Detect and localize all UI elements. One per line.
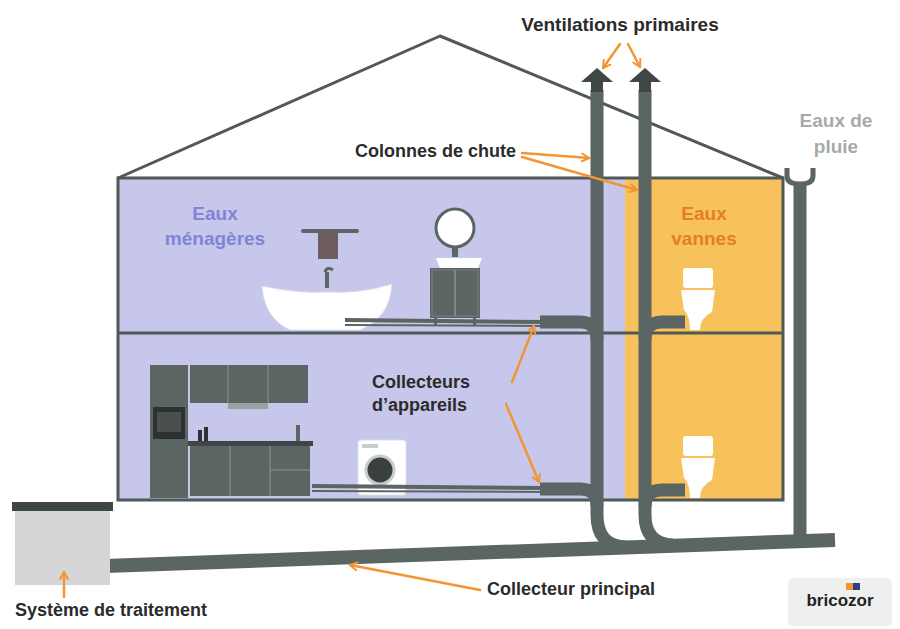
kitchen	[362, 444, 378, 448]
bathroom	[262, 209, 482, 330]
grey-water-zone: Eaux ménagères	[118, 178, 625, 500]
leader-lines	[64, 44, 640, 597]
rain-label: Eaux de pluie	[790, 108, 882, 159]
vent-caps	[581, 68, 661, 92]
vent-label-box: Ventilations primaires	[470, 14, 770, 37]
main-collector-label: Collecteur principal	[487, 579, 747, 601]
bathroom	[430, 268, 480, 318]
pipes	[794, 182, 807, 542]
rain-label-box: Eaux de pluie	[790, 108, 882, 159]
leader-lines	[350, 565, 480, 590]
toilets	[681, 290, 715, 330]
kitchen	[228, 403, 268, 409]
leader-lines	[628, 44, 640, 67]
treatment-system: Système de traitement	[15, 505, 110, 585]
leader-lines	[522, 153, 589, 158]
toilets	[683, 436, 713, 456]
leader-lines	[603, 44, 620, 68]
house	[118, 36, 783, 178]
pipes	[312, 491, 545, 492]
kitchen	[229, 446, 231, 496]
brand-badge	[788, 578, 892, 626]
bathroom	[432, 270, 478, 316]
house	[118, 36, 783, 500]
kitchen	[188, 441, 313, 446]
bathroom	[262, 284, 392, 330]
house	[118, 332, 783, 335]
kitchen	[150, 365, 406, 498]
stack-label: Colonnes de chute	[290, 141, 516, 163]
bathroom	[318, 231, 338, 259]
kitchen	[190, 365, 308, 403]
kitchen	[366, 456, 394, 484]
vent-label: Ventilations primaires	[470, 14, 770, 37]
pipes	[105, 90, 835, 566]
pipes	[540, 489, 597, 506]
leader-lines	[506, 404, 539, 482]
treatment-tank	[12, 502, 113, 585]
pipes	[597, 90, 626, 547]
kitchen	[270, 469, 310, 471]
kitchen	[157, 412, 181, 432]
zone-title: Eaux ménagères	[150, 202, 280, 251]
kitchen	[204, 427, 208, 441]
toilets	[681, 458, 715, 498]
vent-caps	[639, 82, 651, 92]
vent-caps	[629, 68, 661, 82]
treatment-tank	[15, 508, 110, 585]
bathroom	[436, 209, 474, 247]
pipes	[540, 322, 597, 340]
pipes	[645, 90, 673, 545]
bathroom	[452, 247, 458, 257]
brand-badge	[853, 583, 860, 590]
vent-caps	[581, 68, 613, 82]
zone-title: Eaux vannes	[647, 202, 761, 251]
leader-lines	[512, 326, 534, 382]
kitchen	[198, 430, 202, 441]
black-water-zone: Eaux vannes	[625, 178, 783, 500]
zone-title: Système de traitement	[15, 599, 110, 622]
bathroom	[436, 258, 482, 268]
vent-caps	[591, 82, 603, 92]
treatment-tank	[12, 502, 113, 511]
collector-label-box: Collecteurs d’appareils	[372, 371, 504, 418]
kitchen	[190, 446, 310, 496]
brand-badge	[846, 583, 853, 590]
house	[118, 178, 783, 500]
bathroom	[325, 272, 329, 288]
collector-label: Collecteurs d’appareils	[372, 371, 504, 418]
toilets	[683, 268, 713, 288]
toilets	[681, 268, 715, 498]
kitchen	[227, 365, 229, 403]
bathroom	[325, 268, 333, 272]
main-collector-label-box: Collecteur principal	[487, 579, 747, 601]
pipes	[345, 320, 545, 322]
pipes	[787, 168, 813, 184]
stack-label-box: Colonnes de chute	[290, 141, 516, 163]
kitchen	[150, 365, 188, 498]
kitchen	[269, 446, 271, 496]
brand-name-box: bricozor	[788, 591, 892, 611]
bathroom	[454, 270, 456, 316]
brand-name: bricozor	[788, 591, 892, 611]
kitchen	[153, 407, 185, 439]
leader-lines	[63, 572, 66, 597]
pipes	[312, 486, 545, 488]
kitchen	[296, 425, 300, 441]
leader-lines	[522, 157, 637, 190]
house	[118, 178, 625, 500]
brand-badge	[788, 578, 892, 626]
pipes	[345, 325, 545, 326]
kitchen	[267, 365, 269, 403]
pipes	[105, 540, 835, 566]
